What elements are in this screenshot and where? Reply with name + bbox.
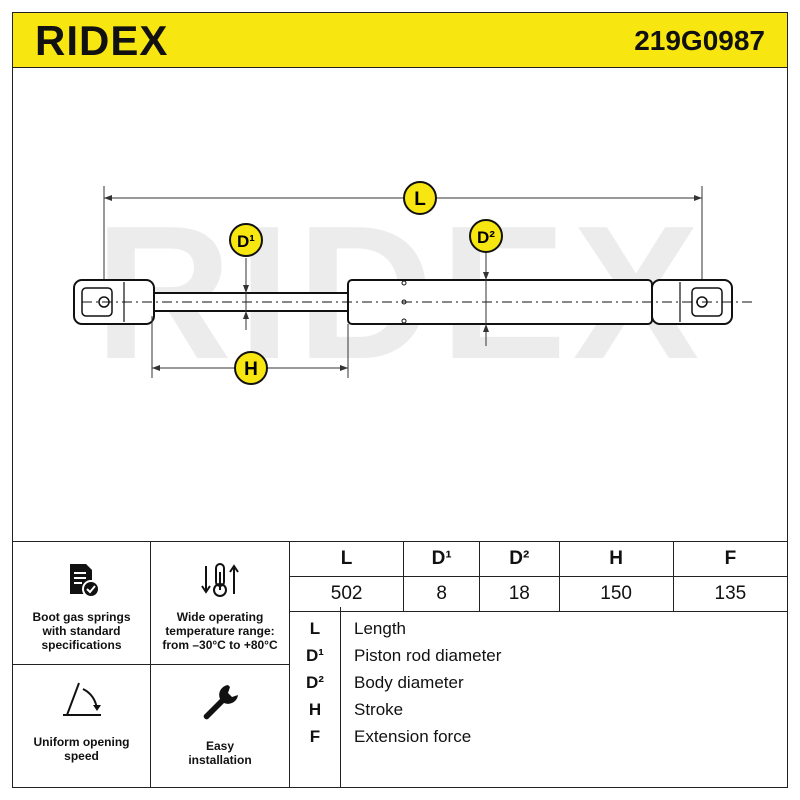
specs-value-row: 502 8 18 150 135 [288,576,789,612]
feature-uniform-opening: Uniform opening speed [12,664,151,788]
label-badge-D1 [229,223,263,257]
legend-code: H [308,700,322,719]
label-D2: D² [477,228,495,247]
brand-logo: RIDEX [35,17,169,64]
feature-text-line: Easy [205,739,235,753]
feature-text-line: Wide operating [176,610,264,624]
label-H: H [244,359,258,380]
feature-text-line: specifications [41,638,122,652]
feature-temperature-range: Wide operating temperature range: from –… [150,541,290,665]
legend-row: D¹ Piston rod diameter [290,646,789,672]
spec-header: L [288,541,405,577]
legend-row: D² Body diameter [290,673,789,699]
legend-desc: Length [354,619,406,638]
feature-text-line: Boot gas springs [32,610,131,624]
legend-code: L [309,619,321,638]
legend: L Length D¹ Piston rod diameter D² Body … [289,607,788,788]
label-L: L [414,189,426,210]
legend-code: D² [306,673,324,692]
label-D1: D¹ [237,232,255,251]
specs-table: L D¹ D² H F 502 8 18 150 135 [288,541,789,612]
document-check-icon [69,564,100,598]
legend-desc: Extension force [354,727,472,746]
spec-header: F [672,541,789,577]
legend-desc: Piston rod diameter [354,646,502,665]
legend-divider [340,607,341,788]
feature-text-line: with standard [42,624,121,638]
spec-header: D² [479,541,560,577]
legend-row: F Extension force [290,727,789,753]
feature-easy-installation: Easy installation [150,664,290,788]
label-badge-L [403,181,437,215]
feature-text-line: installation [188,753,252,767]
header-bar: RIDEX 219G0987 [12,12,788,68]
feature-text-line: Uniform opening [33,735,130,749]
spec-value: 8 [403,576,481,612]
legend-code: F [309,727,321,746]
legend-desc: Body diameter [354,673,464,692]
legend-code: D¹ [306,646,324,665]
left-end-fitting [73,279,155,325]
feature-text-line: from –30°C to +80°C [162,638,278,652]
label-badge-D2 [469,219,503,253]
spec-value: 502 [288,576,405,612]
feature-text-line: temperature range: [165,624,275,638]
spec-header: D¹ [403,541,481,577]
spec-header: H [558,541,674,577]
opening-angle-icon [62,682,101,716]
specification-panel: Boot gas springs with standard specifica… [12,541,789,788]
legend-desc: Stroke [354,700,404,719]
spec-value: 135 [672,576,789,612]
wrench-icon [203,685,238,720]
legend-row: L Length [290,619,789,645]
spec-value: 150 [558,576,674,612]
label-badge-H [234,351,268,385]
spec-value: 18 [479,576,560,612]
thermometer-arrows-icon [201,563,239,597]
gas-spring-drawing: RIDEX L D¹ D² H [73,181,752,399]
feature-standard-specs: Boot gas springs with standard specifica… [12,541,151,665]
part-number: 219G0987 [634,25,765,56]
legend-row: H Stroke [290,700,789,726]
feature-text-line: speed [64,749,99,763]
specs-header-row: L D¹ D² H F [288,541,789,577]
